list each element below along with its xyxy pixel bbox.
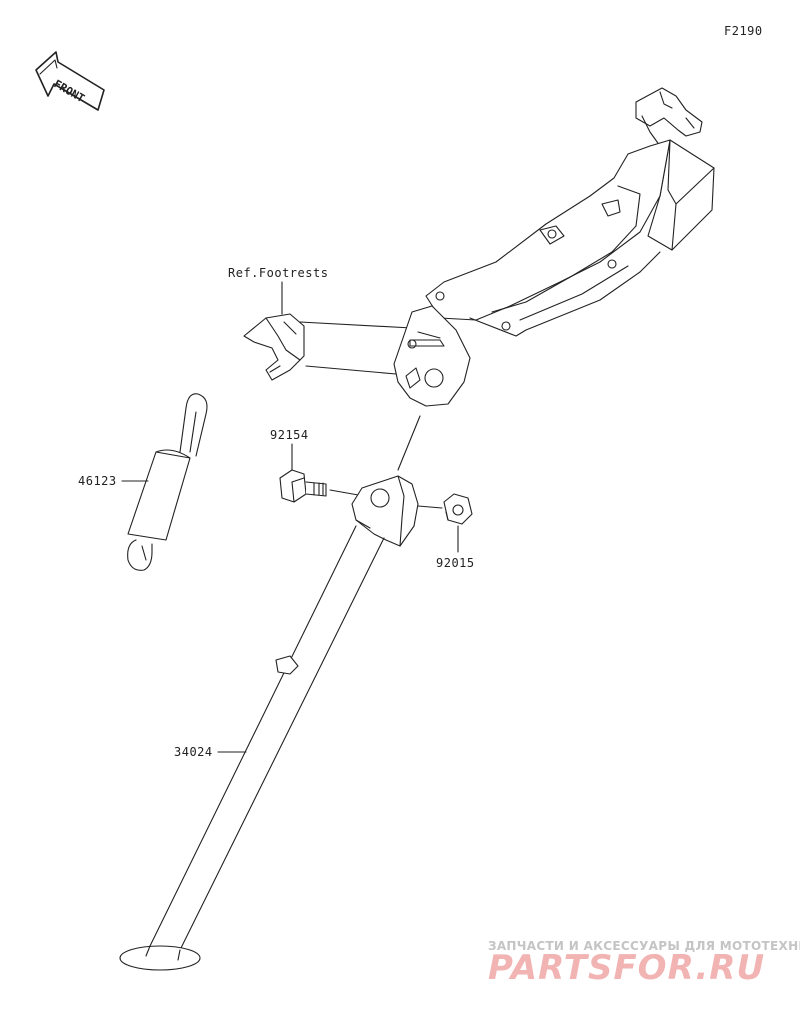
front-arrow-icon: FRONT xyxy=(35,51,105,111)
watermark-tagline: ЗАПЧАСТИ И АКСЕССУАРЫ ДЛЯ МОТОТЕХНИКИ xyxy=(488,939,800,953)
diagram-code: F2190 xyxy=(724,24,763,38)
assembly-line xyxy=(397,415,421,471)
side-stand-part xyxy=(119,475,419,971)
label-bolt: 92154 xyxy=(270,428,309,442)
label-ref-footrests: Ref.Footrests xyxy=(228,266,329,280)
label-nut: 92015 xyxy=(436,556,475,570)
frame-bracket xyxy=(243,87,715,407)
label-stand: 34024 xyxy=(174,745,213,759)
bolt-part xyxy=(279,469,327,503)
nut-part xyxy=(443,493,473,525)
spring-part xyxy=(127,393,208,571)
label-spring: 46123 xyxy=(78,474,117,488)
watermark-logo: PARTSFOR.RU xyxy=(488,948,766,988)
nut-axis-line xyxy=(417,505,443,509)
